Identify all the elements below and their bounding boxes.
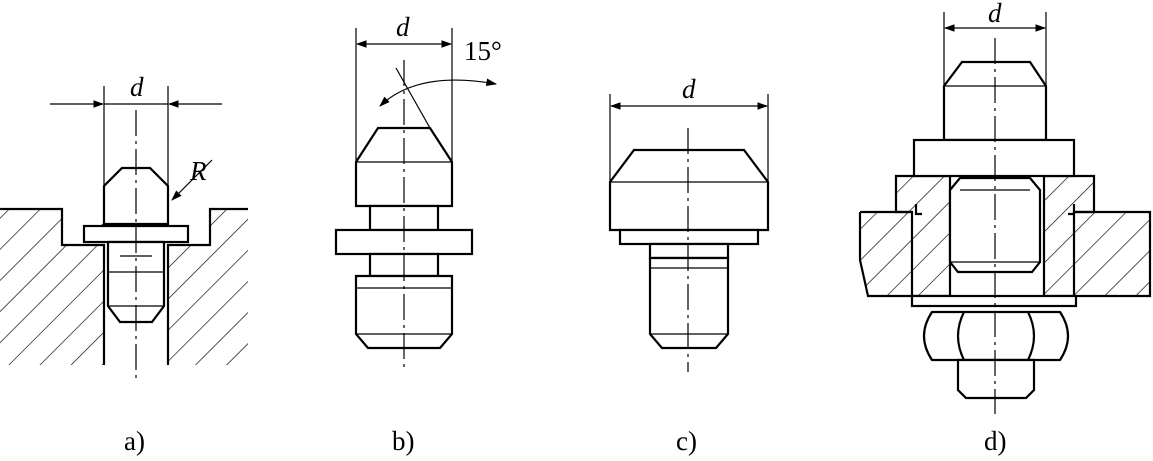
workpiece-right-hatch bbox=[168, 209, 248, 365]
caption-b: b) bbox=[392, 426, 415, 456]
radius-leader bbox=[171, 159, 213, 201]
dimension-label-a: d bbox=[130, 72, 144, 102]
plate-right-hatch bbox=[1074, 212, 1150, 296]
plate-left-hatch bbox=[860, 212, 912, 296]
caption-d: d) bbox=[984, 426, 1007, 456]
caption-a: a) bbox=[124, 426, 145, 456]
angle-arc bbox=[379, 78, 498, 107]
figure-d: d d) bbox=[858, 0, 1152, 456]
radius-label: R bbox=[189, 156, 207, 186]
dimension-label-d: d bbox=[988, 0, 1002, 28]
angle-label: 15° bbox=[464, 36, 502, 66]
hex-nut bbox=[922, 310, 1070, 362]
dimension-label-b: d bbox=[396, 12, 410, 42]
dimension-label-c: d bbox=[682, 74, 696, 104]
pin-head-c bbox=[608, 148, 770, 232]
figure-a: d R a) bbox=[0, 72, 248, 456]
figure-c: d c) bbox=[608, 74, 770, 456]
pin-collar-d bbox=[912, 138, 1076, 178]
workpiece-left-hatch bbox=[0, 209, 104, 365]
caption-c: c) bbox=[676, 426, 697, 456]
figure-b: d 15° b) bbox=[334, 12, 502, 456]
